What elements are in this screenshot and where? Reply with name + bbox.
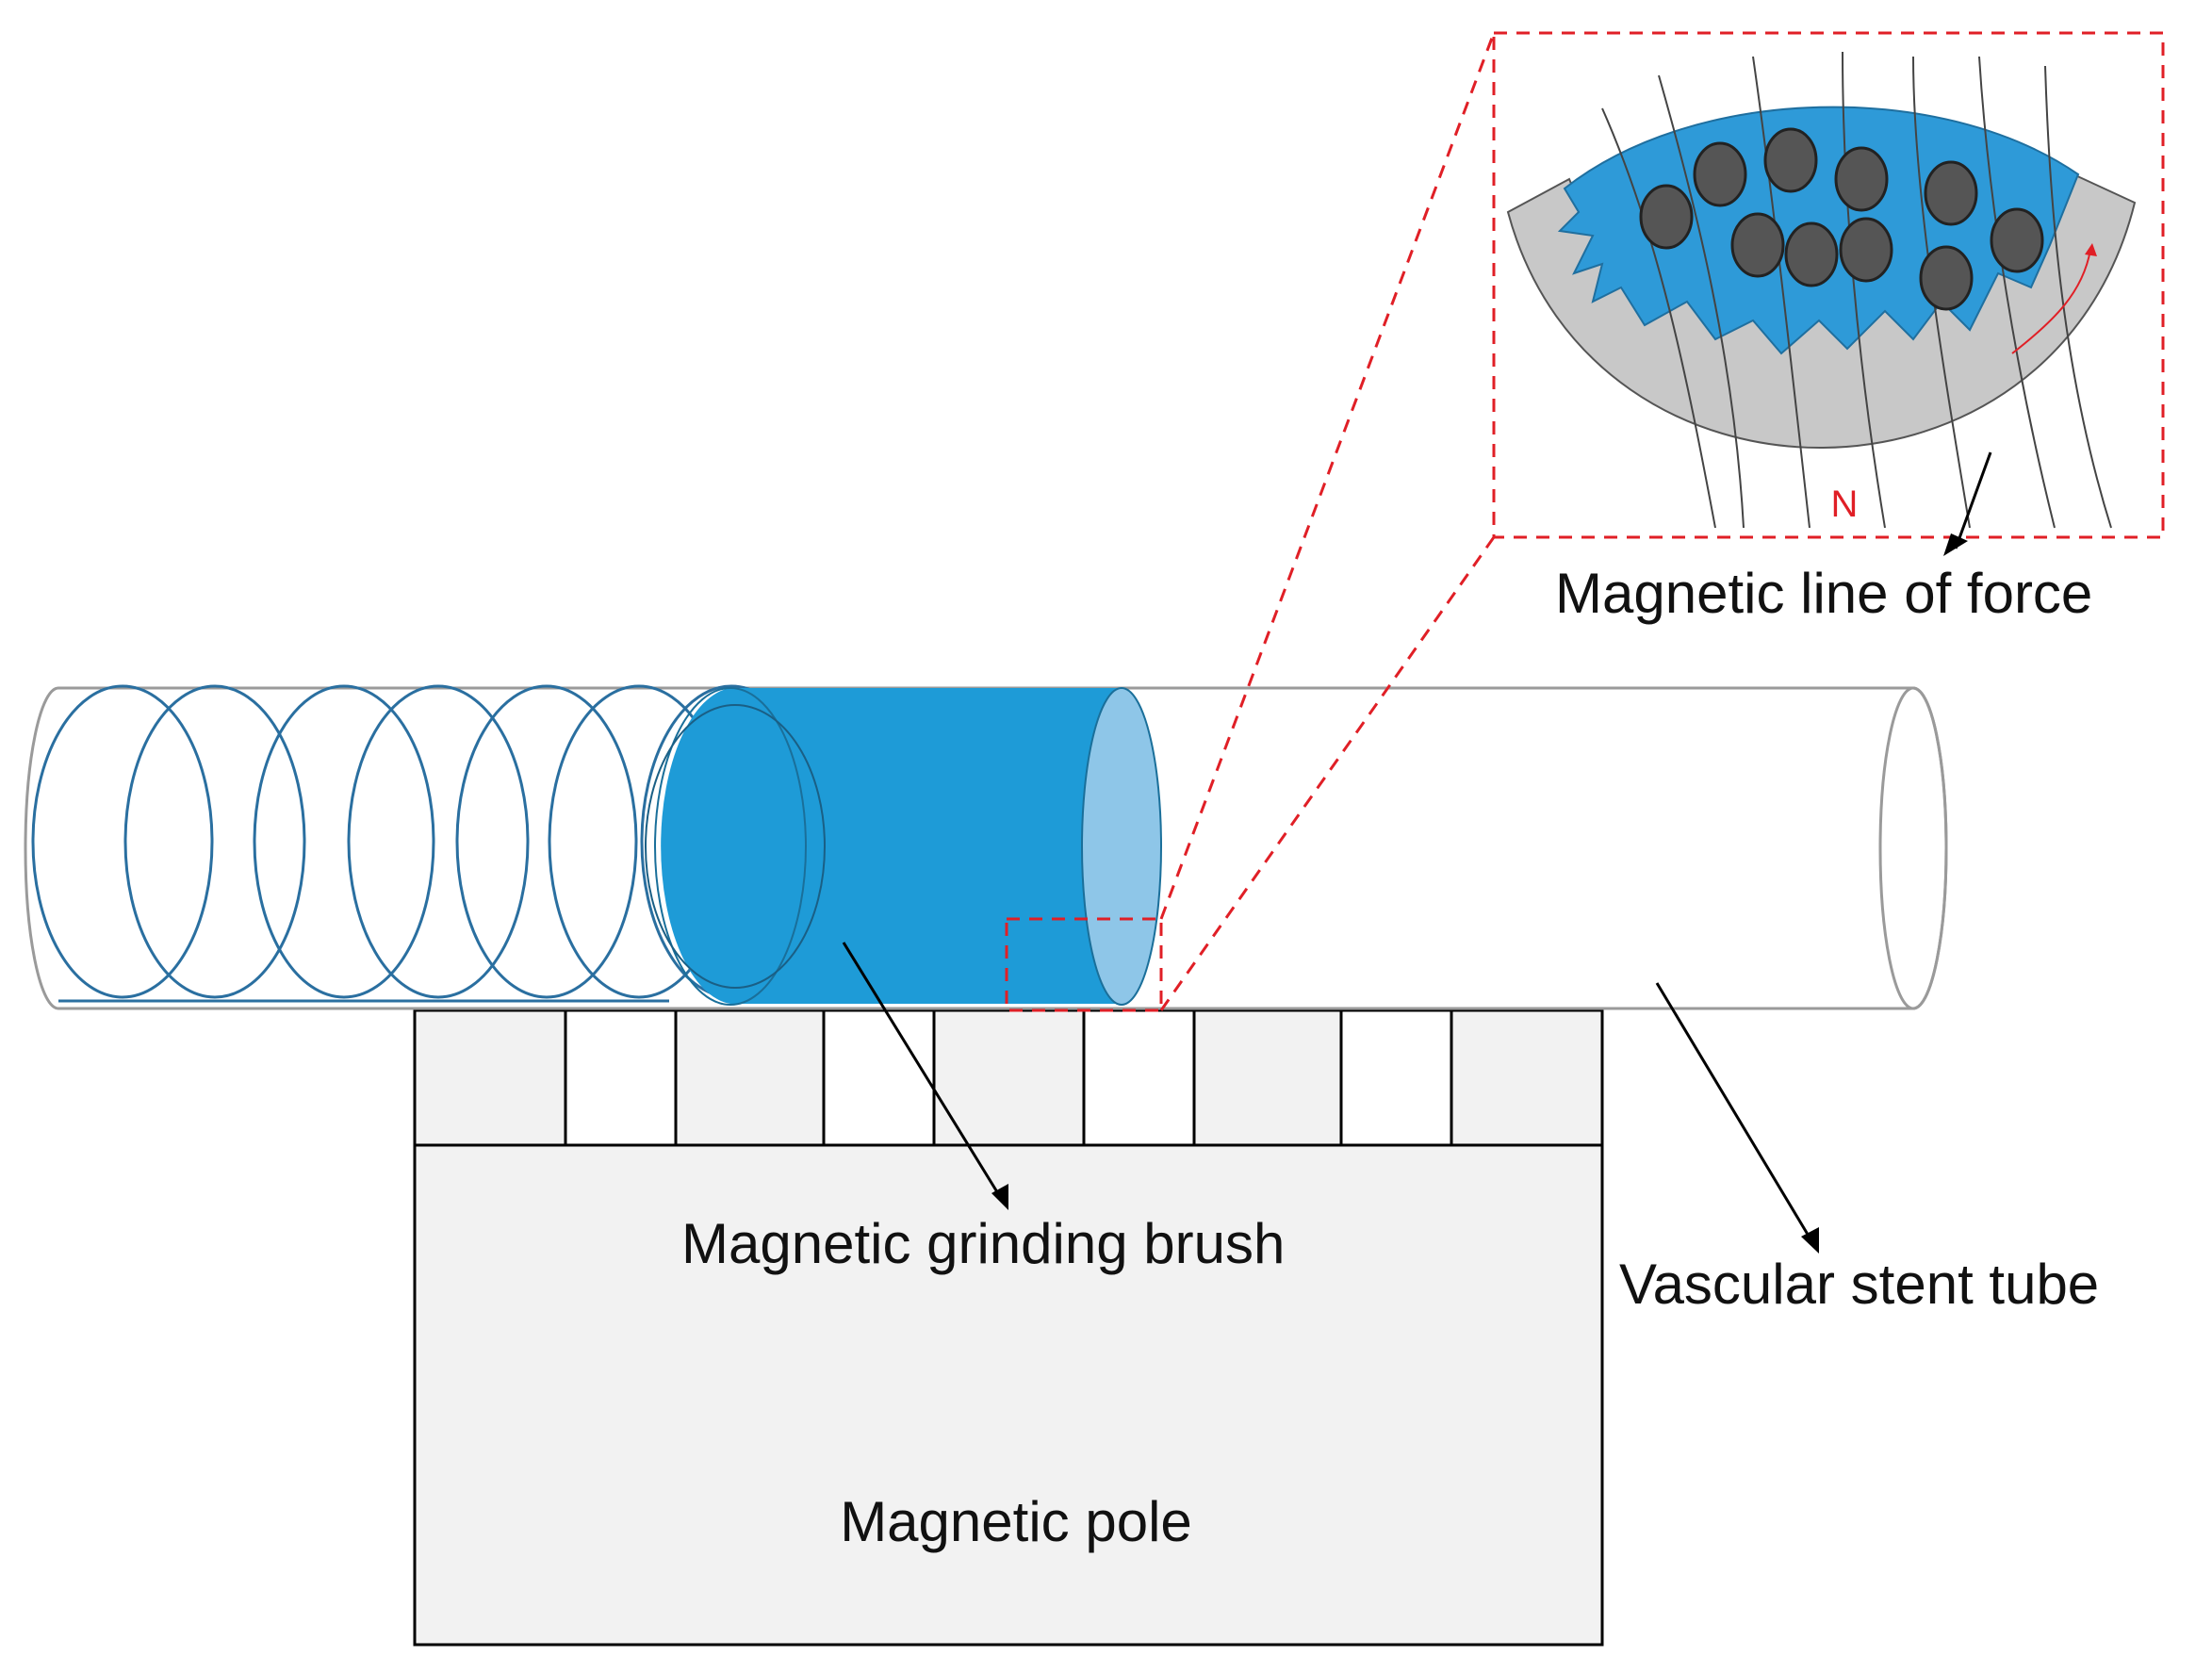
vascular-stent-tube [24, 686, 1948, 1010]
pole-slots [564, 1008, 1453, 1147]
label-magnetic-pole: Magnetic pole [840, 1490, 1192, 1553]
particle [1834, 146, 1889, 212]
cutting-direction-arrow [2011, 249, 2091, 354]
arrow-force-line [1954, 451, 1992, 549]
particle [1924, 160, 1978, 226]
label-magnetic-line-of-force: Magnetic line of force [1555, 562, 2092, 625]
particle [1919, 245, 1974, 311]
brush-inner-coil [645, 704, 826, 989]
zoom-source-box [1005, 917, 1163, 1012]
pointer-arrows [842, 451, 1992, 1254]
abrasive-particles [1639, 127, 2044, 311]
magnetic-pole [413, 1008, 1604, 1647]
particle [1730, 212, 1785, 278]
label-magnetic-grinding-brush: Magnetic grinding brush [681, 1212, 1285, 1275]
particle [1693, 141, 1747, 207]
particle [1839, 217, 1893, 283]
north-pole-marker: N [1831, 484, 1859, 525]
tube-end-ellipse [1878, 686, 1948, 1010]
particle [1990, 207, 2044, 273]
particle [1763, 127, 1818, 193]
spring-coil [31, 684, 823, 1003]
arrow-brush [842, 942, 1001, 1196]
label-vascular-stent-tube: Vascular stent tube [1619, 1253, 2099, 1316]
pole-body [413, 1143, 1604, 1647]
zoom-indicator [1005, 31, 2165, 1012]
magnetic-grinding-brush [645, 687, 1162, 1006]
particle [1639, 184, 1694, 250]
brush-body [661, 688, 1122, 1004]
brush-end-face [1081, 687, 1162, 1006]
zoom-inset-content: N [1506, 51, 2137, 529]
arrow-tube [1655, 982, 1811, 1238]
particle [1784, 221, 1839, 287]
brush-left-edge [654, 687, 807, 1006]
